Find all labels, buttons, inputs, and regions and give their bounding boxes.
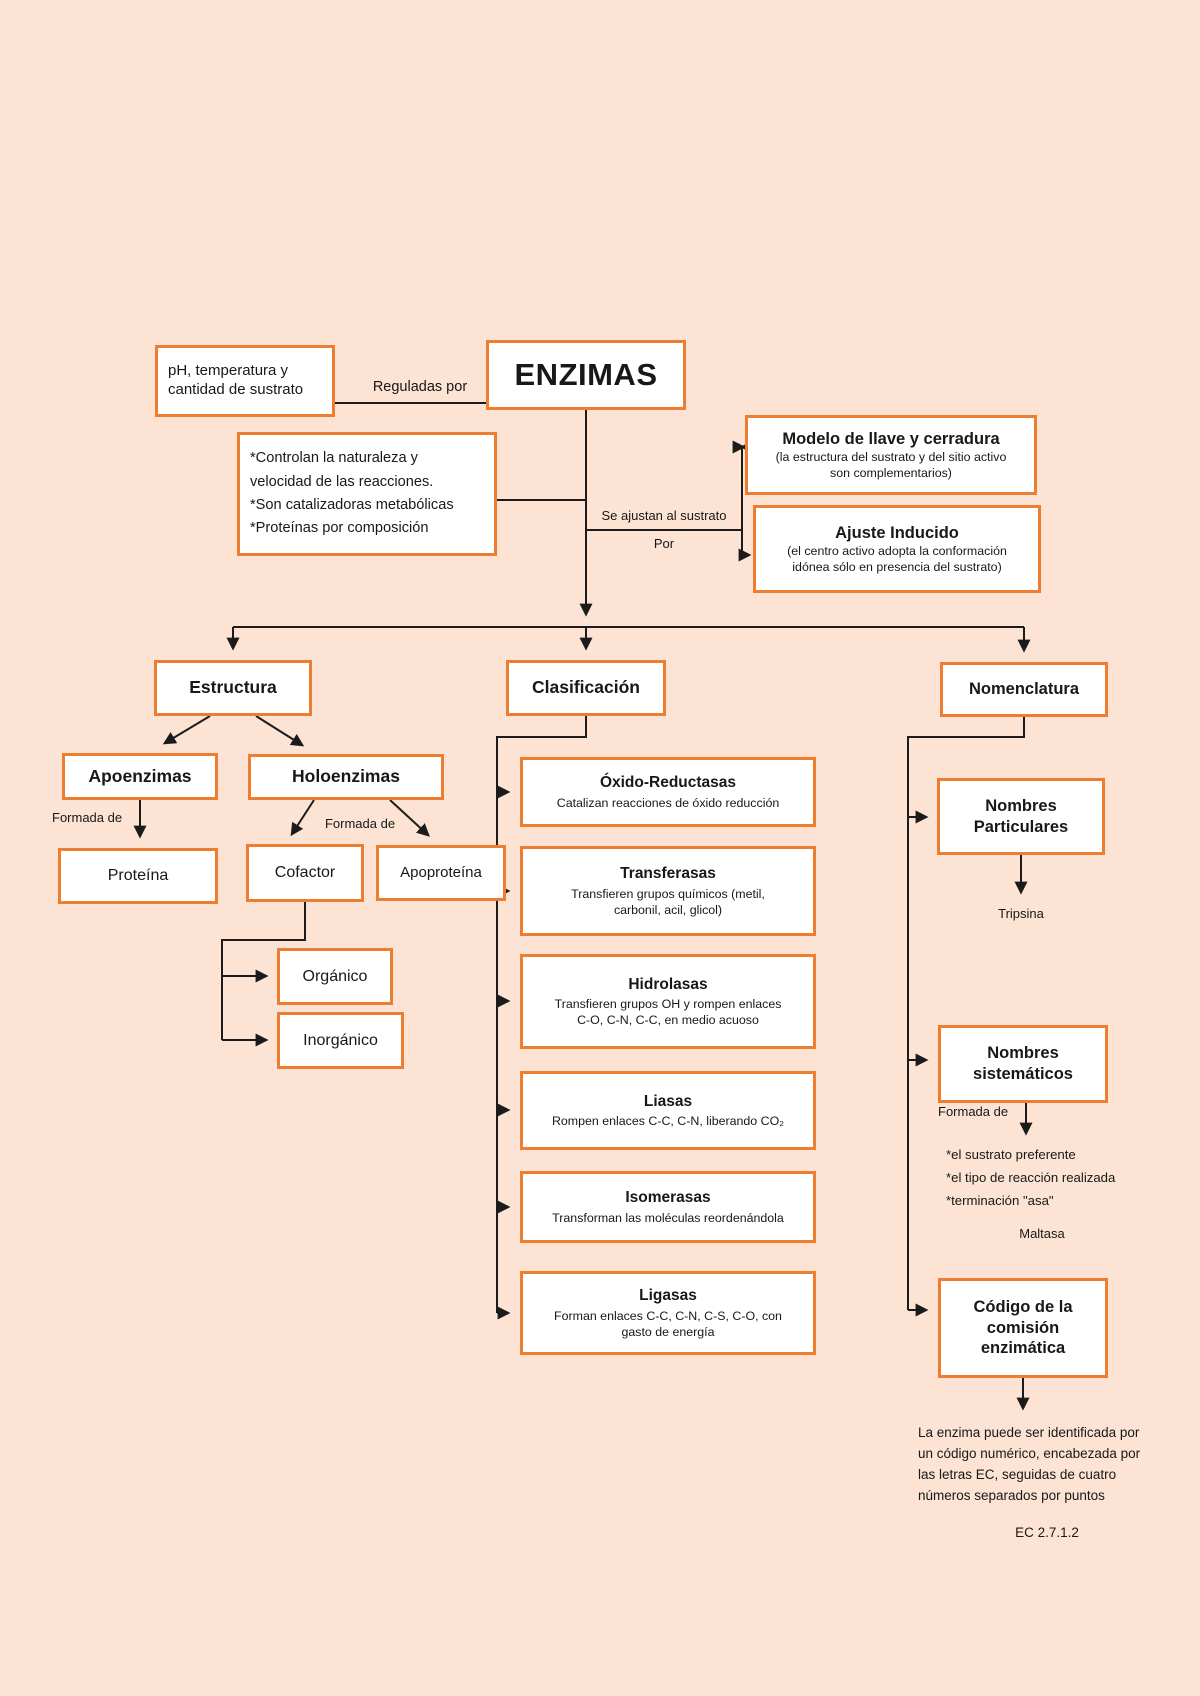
node-proteina: Proteína bbox=[58, 848, 218, 904]
node-liasas: Liasas Rompen enlaces C-C, C-N, liberand… bbox=[520, 1071, 816, 1150]
node-transferasas: Transferasas Transfieren grupos químicos… bbox=[520, 846, 816, 936]
modelo-title: Modelo de llave y cerradura bbox=[782, 429, 1000, 448]
codigo-line1: Código de la bbox=[973, 1298, 1073, 1317]
ajuste-desc-line2: idónea sólo en presencia del sustrato) bbox=[792, 560, 1002, 575]
label-maltasa: Maltasa bbox=[1019, 1226, 1065, 1241]
transferasas-desc-line1: Transfieren grupos químicos (metil, bbox=[571, 886, 765, 901]
bullet-sustrato-preferente: *el sustrato preferente bbox=[946, 1147, 1076, 1162]
modelo-desc-line1: (la estructura del sustrato y del sitio … bbox=[775, 450, 1007, 465]
ec-note-line4: números separados por puntos bbox=[918, 1488, 1105, 1503]
edge-label-se-ajustan: Se ajustan al sustrato bbox=[601, 508, 727, 523]
liasas-title: Liasas bbox=[643, 1092, 693, 1110]
hidrolasas-desc-line1: Transfieren grupos OH y rompen enlaces bbox=[554, 997, 782, 1012]
oxido-reductasas-title: Óxido-Reductasas bbox=[599, 774, 737, 792]
codigo-line2: comisión bbox=[986, 1318, 1060, 1337]
edge-label-formada-de-apoenzimas: Formada de bbox=[52, 810, 123, 825]
ec-note-line3: las letras EC, seguidas de cuatro bbox=[918, 1467, 1117, 1482]
edge-label-formada-de-holoenzimas: Formada de bbox=[324, 816, 396, 831]
caracteristicas-line2: velocidad de las reacciones. bbox=[250, 473, 434, 490]
transferasas-desc-line2: carbonil, acil, glicol) bbox=[613, 902, 723, 917]
ec-code-example: EC 2.7.1.2 bbox=[1015, 1525, 1079, 1540]
node-nomenclatura: Nomenclatura bbox=[940, 662, 1108, 717]
codigo-line3: enzimática bbox=[980, 1339, 1066, 1358]
edge-label-por: Por bbox=[653, 536, 675, 551]
edge-label-reguladas-por: Reguladas por bbox=[372, 379, 468, 395]
node-inorganico: Inorgánico bbox=[277, 1012, 404, 1069]
ec-note-line2: un código numérico, encabezada por bbox=[918, 1446, 1141, 1461]
node-organico: Orgánico bbox=[277, 948, 393, 1005]
node-enzimas-title: ENZIMAS bbox=[486, 340, 686, 410]
node-hidrolasas: Hidrolasas Transfieren grupos OH y rompe… bbox=[520, 954, 816, 1049]
ligasas-title: Ligasas bbox=[639, 1287, 697, 1305]
node-cofactor: Cofactor bbox=[246, 844, 364, 902]
nombres-sistematicos-line2: sistemáticos bbox=[973, 1065, 1073, 1083]
isomerasas-desc: Transforman las moléculas reordenándola bbox=[552, 1210, 784, 1225]
node-apoenzimas: Apoenzimas bbox=[62, 753, 218, 800]
node-nombres-sistematicos: Nombres sistemáticos bbox=[938, 1025, 1108, 1103]
bullet-terminacion-asa: *terminación "asa" bbox=[946, 1193, 1054, 1208]
nombres-sistematicos-line1: Nombres bbox=[987, 1044, 1059, 1063]
nombres-particulares-line2: Particulares bbox=[973, 817, 1069, 836]
node-ph-line2: cantidad de sustrato bbox=[168, 381, 304, 398]
node-ligasas: Ligasas Forman enlaces C-C, C-N, C-S, C-… bbox=[520, 1271, 816, 1355]
nombres-particulares-line1: Nombres bbox=[985, 796, 1057, 815]
bullet-tipo-reaccion: *el tipo de reacción realizada bbox=[946, 1170, 1116, 1185]
hidrolasas-desc-line2: C-O, C-N, C-C, en medio acuoso bbox=[577, 1013, 759, 1028]
node-modelo-llave-cerradura: Modelo de llave y cerradura (la estructu… bbox=[745, 415, 1037, 495]
node-ph-temperatura: pH, temperatura y cantidad de sustrato bbox=[155, 345, 335, 417]
caracteristicas-line4: *Proteínas por composición bbox=[250, 520, 429, 537]
node-isomerasas: Isomerasas Transforman las moléculas reo… bbox=[520, 1171, 816, 1243]
node-holoenzimas: Holoenzimas bbox=[248, 754, 444, 800]
node-nombres-particulares: Nombres Particulares bbox=[937, 778, 1105, 855]
node-oxido-reductasas: Óxido-Reductasas Catalizan reacciones de… bbox=[520, 757, 816, 827]
ligasas-desc-line2: gasto de energía bbox=[621, 1324, 715, 1339]
node-ajuste-inducido: Ajuste Inducido (el centro activo adopta… bbox=[753, 505, 1041, 593]
ajuste-title: Ajuste Inducido bbox=[835, 523, 959, 542]
ajuste-desc-line1: (el centro activo adopta la conformación bbox=[787, 544, 1007, 559]
caracteristicas-line1: *Controlan la naturaleza y bbox=[250, 450, 418, 467]
sistematicos-bullet-list: *el sustrato preferente *el tipo de reac… bbox=[946, 1143, 1176, 1212]
node-ph-line1: pH, temperatura y bbox=[168, 362, 289, 380]
isomerasas-title: Isomerasas bbox=[625, 1189, 711, 1207]
ec-note-paragraph: La enzima puede ser identificada por un … bbox=[918, 1422, 1176, 1506]
node-codigo-comision: Código de la comisión enzimática bbox=[938, 1278, 1108, 1378]
ec-note-line1: La enzima puede ser identificada por bbox=[918, 1425, 1140, 1440]
label-tripsina: Tripsina bbox=[998, 906, 1044, 921]
edge-label-formada-de-sistematicos: Formada de bbox=[938, 1104, 1009, 1119]
modelo-desc-line2: son complementarios) bbox=[830, 466, 952, 481]
ligasas-desc-line1: Forman enlaces C-C, C-N, C-S, C-O, con bbox=[554, 1308, 782, 1323]
hidrolasas-title: Hidrolasas bbox=[628, 975, 708, 993]
node-estructura: Estructura bbox=[154, 660, 312, 716]
oxido-reductasas-desc: Catalizan reacciones de óxido reducción bbox=[556, 795, 780, 810]
transferasas-title: Transferasas bbox=[620, 865, 716, 883]
node-caracteristicas: *Controlan la naturaleza y velocidad de … bbox=[237, 432, 497, 556]
node-clasificacion: Clasificación bbox=[506, 660, 666, 716]
caracteristicas-line3: *Son catalizadoras metabólicas bbox=[250, 497, 454, 513]
node-apoproteina: Apoproteína bbox=[376, 845, 506, 901]
liasas-desc: Rompen enlaces C-C, C-N, liberando CO₂ bbox=[551, 1114, 785, 1129]
